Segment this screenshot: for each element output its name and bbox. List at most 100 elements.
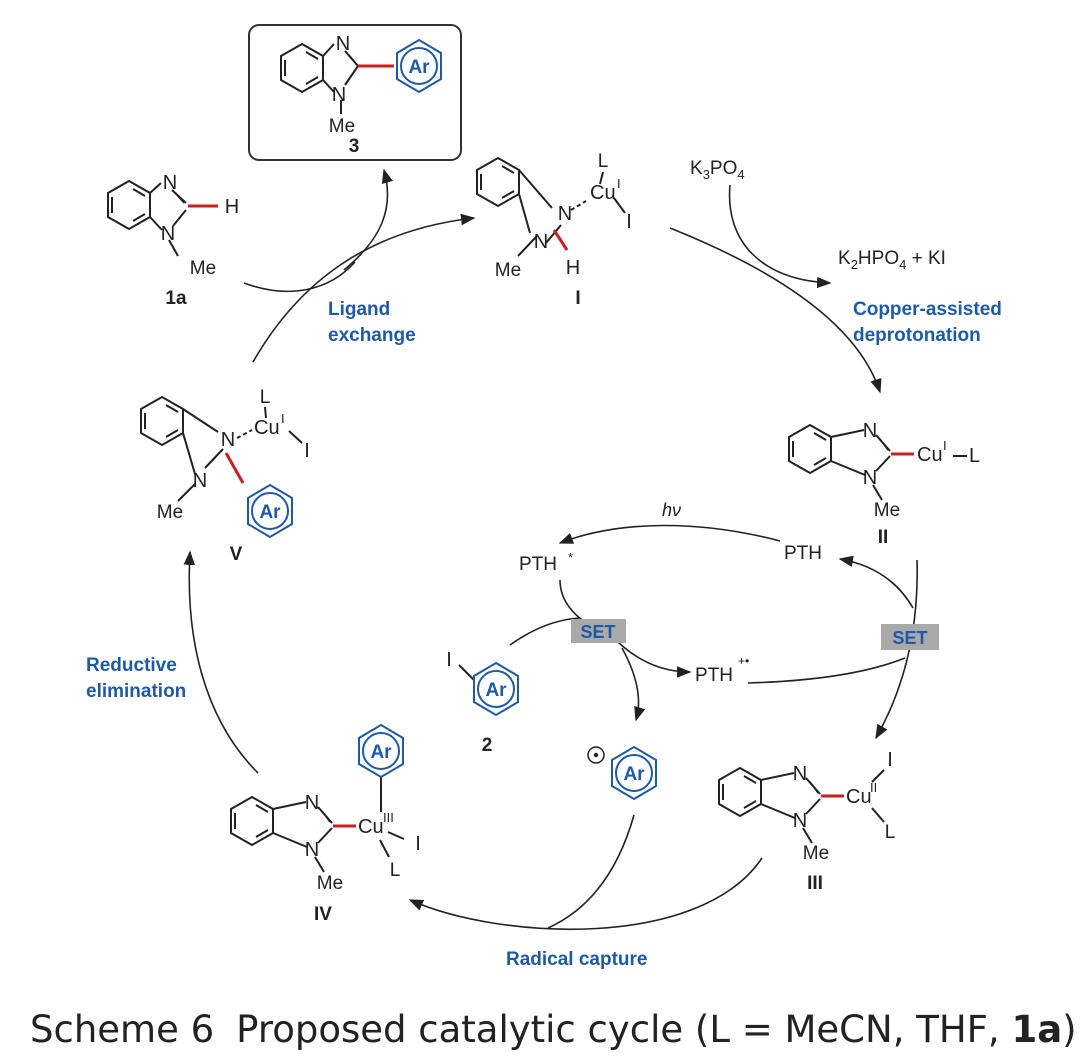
step-reductive-elimination-line1: Reductive bbox=[86, 655, 177, 676]
int-V-ar-label: Ar bbox=[259, 502, 281, 523]
arrow-aryl-iodide-to-set bbox=[509, 617, 581, 646]
aryl-radical-ar-label: Ar bbox=[623, 764, 645, 785]
step-ligand-exchange-line2: exchange bbox=[328, 325, 416, 346]
arrow-pth-radical-cation-to-set bbox=[747, 657, 906, 684]
int-IV-ligand: L bbox=[390, 860, 401, 881]
aryl-iodide-i-atom: I bbox=[446, 649, 452, 671]
int-V-label: V bbox=[230, 544, 243, 565]
substrate-n1-atom: N bbox=[161, 223, 175, 245]
int-III-iodide: I bbox=[887, 749, 893, 771]
int-I-label: I bbox=[575, 288, 580, 309]
int-II-ligand: L bbox=[969, 445, 980, 467]
set-label-left: SET bbox=[580, 622, 615, 642]
arrow-aryl-radical-capture bbox=[547, 814, 635, 929]
substrate-h-atom: H bbox=[225, 196, 239, 218]
substrate-1a: N N H Me 1a bbox=[107, 172, 239, 309]
byproducts: K2HPO4 + KI bbox=[838, 248, 946, 272]
int-I-methyl: Me bbox=[495, 260, 521, 281]
substrate-number: 1a bbox=[165, 288, 187, 309]
int-IV-copper-ox: III bbox=[383, 810, 394, 825]
arrow-base bbox=[728, 184, 832, 289]
aryl-iodide-ar-label: Ar bbox=[485, 680, 507, 701]
radical-dot bbox=[593, 752, 599, 758]
int-IV-n-atom: N bbox=[305, 792, 319, 814]
catalytic-cycle-scheme: Ar N N Me 3 N N H Me 1a bbox=[86, 24, 1002, 970]
intermediate-III: N N Me Cu II I L III bbox=[718, 749, 896, 894]
int-V-copper: Cu bbox=[254, 417, 280, 439]
arrow-set-to-aryl-radical bbox=[621, 647, 646, 722]
int-IV-label: IV bbox=[314, 904, 332, 925]
int-I-h-atom: H bbox=[566, 257, 580, 279]
arrow-substrate-in bbox=[243, 261, 356, 293]
light-label: hν bbox=[662, 500, 681, 520]
intermediate-II: N N Me Cu I L II bbox=[788, 420, 980, 548]
pth-ground-state: PTH bbox=[784, 543, 822, 564]
int-IV-n1-atom: N bbox=[305, 839, 319, 861]
int-III-ligand: L bbox=[885, 822, 896, 843]
pth-radical-cation-mark: +• bbox=[738, 654, 749, 668]
product-box bbox=[248, 24, 462, 161]
int-III-n-atom: N bbox=[793, 763, 807, 785]
step-ligand-exchange-line1: Ligand bbox=[328, 299, 390, 320]
arrow-product-out bbox=[343, 168, 393, 271]
int-IV-ar-label: Ar bbox=[370, 742, 392, 763]
int-II-methyl: Me bbox=[874, 500, 900, 521]
aryl-radical: Ar bbox=[587, 745, 657, 801]
int-V-methyl: Me bbox=[157, 502, 183, 523]
arrow-set-to-III bbox=[875, 559, 918, 740]
int-III-label: III bbox=[807, 873, 823, 894]
step-radical-capture: Radical capture bbox=[506, 949, 648, 970]
int-III-copper: Cu bbox=[846, 786, 872, 808]
int-V-copper-ox: I bbox=[281, 411, 285, 426]
intermediate-IV: Ar N N Me Cu III I L IV bbox=[230, 723, 421, 925]
scheme-caption: Scheme 6 Proposed catalytic cycle (L = Me… bbox=[30, 1008, 1080, 1051]
int-V-n-coord-atom: N bbox=[221, 429, 235, 451]
int-III-copper-ox: II bbox=[870, 780, 877, 795]
substrate-methyl: Me bbox=[190, 258, 216, 279]
pth-excited-state: PTH bbox=[519, 554, 557, 575]
int-IV-iodide: I bbox=[415, 833, 421, 855]
arrow-reductive-elimination bbox=[183, 550, 259, 774]
int-I-copper-ox: I bbox=[617, 176, 621, 191]
product-n1-atom: N bbox=[332, 84, 346, 106]
int-I-iodide: I bbox=[626, 211, 632, 233]
caption-bold-compound: 1a bbox=[1011, 1008, 1063, 1051]
arrow-ligand-exchange bbox=[252, 213, 476, 363]
pth-excited-mark: * bbox=[568, 550, 573, 565]
int-I-copper: Cu bbox=[590, 182, 616, 204]
int-IV-copper: Cu bbox=[358, 816, 384, 838]
int-II-copper: Cu bbox=[917, 444, 943, 466]
set-box-right: SET bbox=[881, 624, 939, 650]
int-II-n1-atom: N bbox=[863, 467, 877, 489]
step-reductive-elimination-line2: elimination bbox=[86, 681, 186, 702]
base-reagent: K3PO4 bbox=[690, 158, 745, 182]
int-V-n1-atom: N bbox=[193, 470, 207, 492]
int-V-iodide: I bbox=[304, 440, 310, 462]
arrow-excitation bbox=[558, 524, 781, 544]
arrow-deprotonation bbox=[669, 227, 882, 394]
caption-text: Proposed catalytic cycle (L = MeCN, THF, bbox=[236, 1008, 1012, 1051]
caption-number: Scheme 6 bbox=[30, 1008, 215, 1051]
int-III-methyl: Me bbox=[803, 843, 829, 864]
set-label-right: SET bbox=[892, 628, 927, 648]
int-IV-methyl: Me bbox=[317, 873, 343, 894]
int-I-n-atom: N bbox=[534, 231, 548, 253]
product-ar-label: Ar bbox=[408, 57, 430, 78]
int-II-copper-ox: I bbox=[943, 438, 947, 453]
product-3: Ar N N Me 3 bbox=[248, 24, 462, 161]
product-methyl: Me bbox=[329, 116, 355, 137]
product-n-atom: N bbox=[336, 33, 350, 55]
int-I-ligand: L bbox=[598, 151, 609, 172]
step-deprotonation-line2: deprotonation bbox=[853, 325, 981, 346]
int-II-n-atom: N bbox=[863, 420, 877, 442]
int-II-label: II bbox=[878, 527, 889, 548]
step-deprotonation-line1: Copper-assisted bbox=[853, 299, 1002, 320]
int-I-n-coord-atom: N bbox=[558, 203, 572, 225]
arrow-set-to-pth-radical-cation bbox=[617, 641, 692, 678]
pth-radical-cation: PTH bbox=[695, 665, 733, 686]
set-box-left: SET bbox=[571, 619, 626, 643]
product-number: 3 bbox=[349, 136, 360, 157]
intermediate-I: N N Me H L Cu I I I bbox=[476, 151, 632, 309]
caption-text-end: ). bbox=[1062, 1008, 1080, 1051]
intermediate-V: Ar N N Me L Cu I I V bbox=[140, 387, 310, 565]
